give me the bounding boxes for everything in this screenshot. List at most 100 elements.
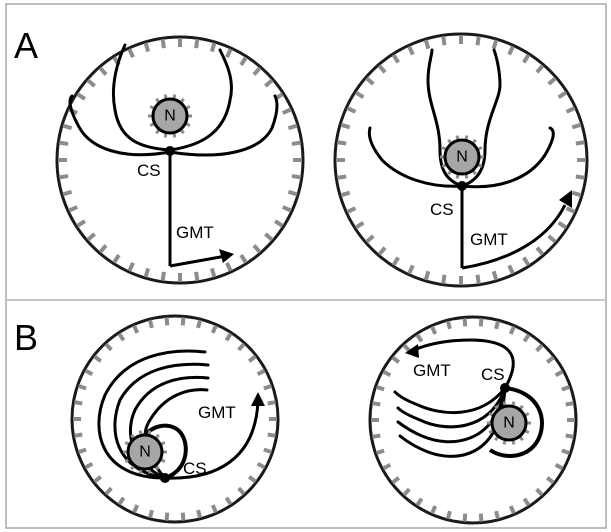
wall-spike — [100, 245, 106, 252]
wall-spike — [537, 248, 543, 255]
wall-spike — [264, 450, 272, 453]
cs-label: CS — [481, 365, 505, 384]
wall-spike — [511, 327, 514, 334]
wall-spike — [494, 271, 497, 280]
wall-spike — [409, 46, 413, 54]
wall-spike — [198, 320, 200, 328]
wall-spike — [448, 321, 450, 329]
surface-spikes — [58, 38, 302, 282]
wall-spike — [241, 255, 246, 263]
wall-spike — [196, 39, 197, 48]
wall-spike — [337, 142, 346, 143]
wall-spike — [547, 478, 553, 483]
wall-spike — [549, 236, 556, 242]
wall-spike — [341, 125, 350, 128]
wall-spike — [393, 55, 398, 63]
wall-spike — [212, 268, 215, 277]
wall-spike — [264, 386, 272, 389]
wall-spike — [372, 435, 380, 436]
cs-label: CS — [137, 161, 161, 180]
wall-spike — [443, 36, 444, 45]
wall-spike — [562, 387, 570, 390]
gmt-label: GMT — [413, 361, 451, 380]
wall-spike — [393, 478, 399, 483]
wall-spike — [213, 326, 216, 333]
wall-spike — [509, 266, 513, 274]
wall-spike — [63, 126, 72, 129]
wall-spike — [409, 266, 413, 274]
gmt-label: GMT — [176, 223, 214, 242]
wall-spike — [150, 320, 152, 328]
wall-spike — [559, 223, 567, 228]
wall-spike — [129, 49, 133, 57]
wall-spike — [549, 78, 556, 84]
wall-spike — [356, 92, 364, 97]
wall-spike — [377, 451, 385, 454]
cs-label: CS — [430, 200, 454, 219]
wall-spike — [567, 208, 575, 212]
wall-spike — [95, 477, 101, 482]
wall-spike — [226, 334, 230, 341]
gmt-label: GMT — [470, 230, 508, 249]
wall-spike — [524, 55, 529, 63]
wall-spike — [283, 109, 291, 113]
nucleus-label: N — [164, 108, 176, 125]
wall-spike — [367, 78, 374, 84]
wall-spike — [524, 499, 528, 506]
wall-spike — [134, 326, 137, 333]
wall-spike — [509, 46, 513, 54]
wall-spike — [443, 275, 444, 284]
wall-spike — [69, 207, 77, 211]
wall-spike — [288, 126, 297, 129]
wall-spike — [79, 450, 87, 453]
wall-spike — [254, 245, 260, 252]
wall-spike — [404, 489, 409, 495]
wall-spike — [572, 193, 581, 196]
wall-spike — [494, 40, 497, 49]
surface-spikes — [73, 317, 277, 520]
gmt-arrowhead — [219, 249, 234, 263]
wall-spike — [356, 223, 364, 228]
wall-spike — [167, 513, 168, 521]
wall-spike — [367, 236, 374, 242]
wall-spike — [106, 344, 111, 350]
wall-spike — [79, 386, 87, 389]
wall-spike — [347, 108, 355, 112]
wall-spike — [74, 402, 82, 403]
wall-spike — [283, 207, 291, 211]
wall-spike — [566, 403, 574, 404]
cell-wall — [370, 317, 576, 523]
wall-spike — [95, 356, 101, 361]
wall-spike — [100, 68, 106, 75]
wall-spike — [383, 465, 390, 469]
wall-spike — [432, 327, 435, 334]
wall-spike — [288, 192, 297, 195]
wall-spike — [496, 511, 498, 519]
wall-spike — [547, 357, 553, 362]
panel-label-b: B — [14, 317, 38, 358]
wall-spike — [85, 370, 92, 374]
wall-spike — [85, 464, 92, 468]
wall-spike — [167, 317, 168, 325]
wall-spike — [249, 477, 255, 482]
figure-frame — [6, 4, 606, 528]
wall-spike — [77, 94, 85, 99]
wall-spike — [496, 321, 498, 329]
wall-spike — [198, 510, 200, 518]
wall-spike — [150, 510, 152, 518]
wall-spike — [119, 498, 123, 505]
wall-spike — [292, 176, 301, 177]
wall-spike — [524, 258, 529, 266]
wall-spike — [432, 506, 435, 513]
wall-spike — [129, 263, 133, 271]
wall-spike — [106, 488, 111, 494]
wall-spike — [383, 371, 390, 375]
wall-spike — [524, 335, 528, 342]
wall-spike — [59, 176, 68, 177]
wall-spike — [426, 271, 429, 280]
wall-spike — [88, 234, 95, 240]
wall-spike — [239, 344, 244, 350]
wall-spike — [265, 234, 272, 240]
wall-spike — [537, 489, 542, 495]
